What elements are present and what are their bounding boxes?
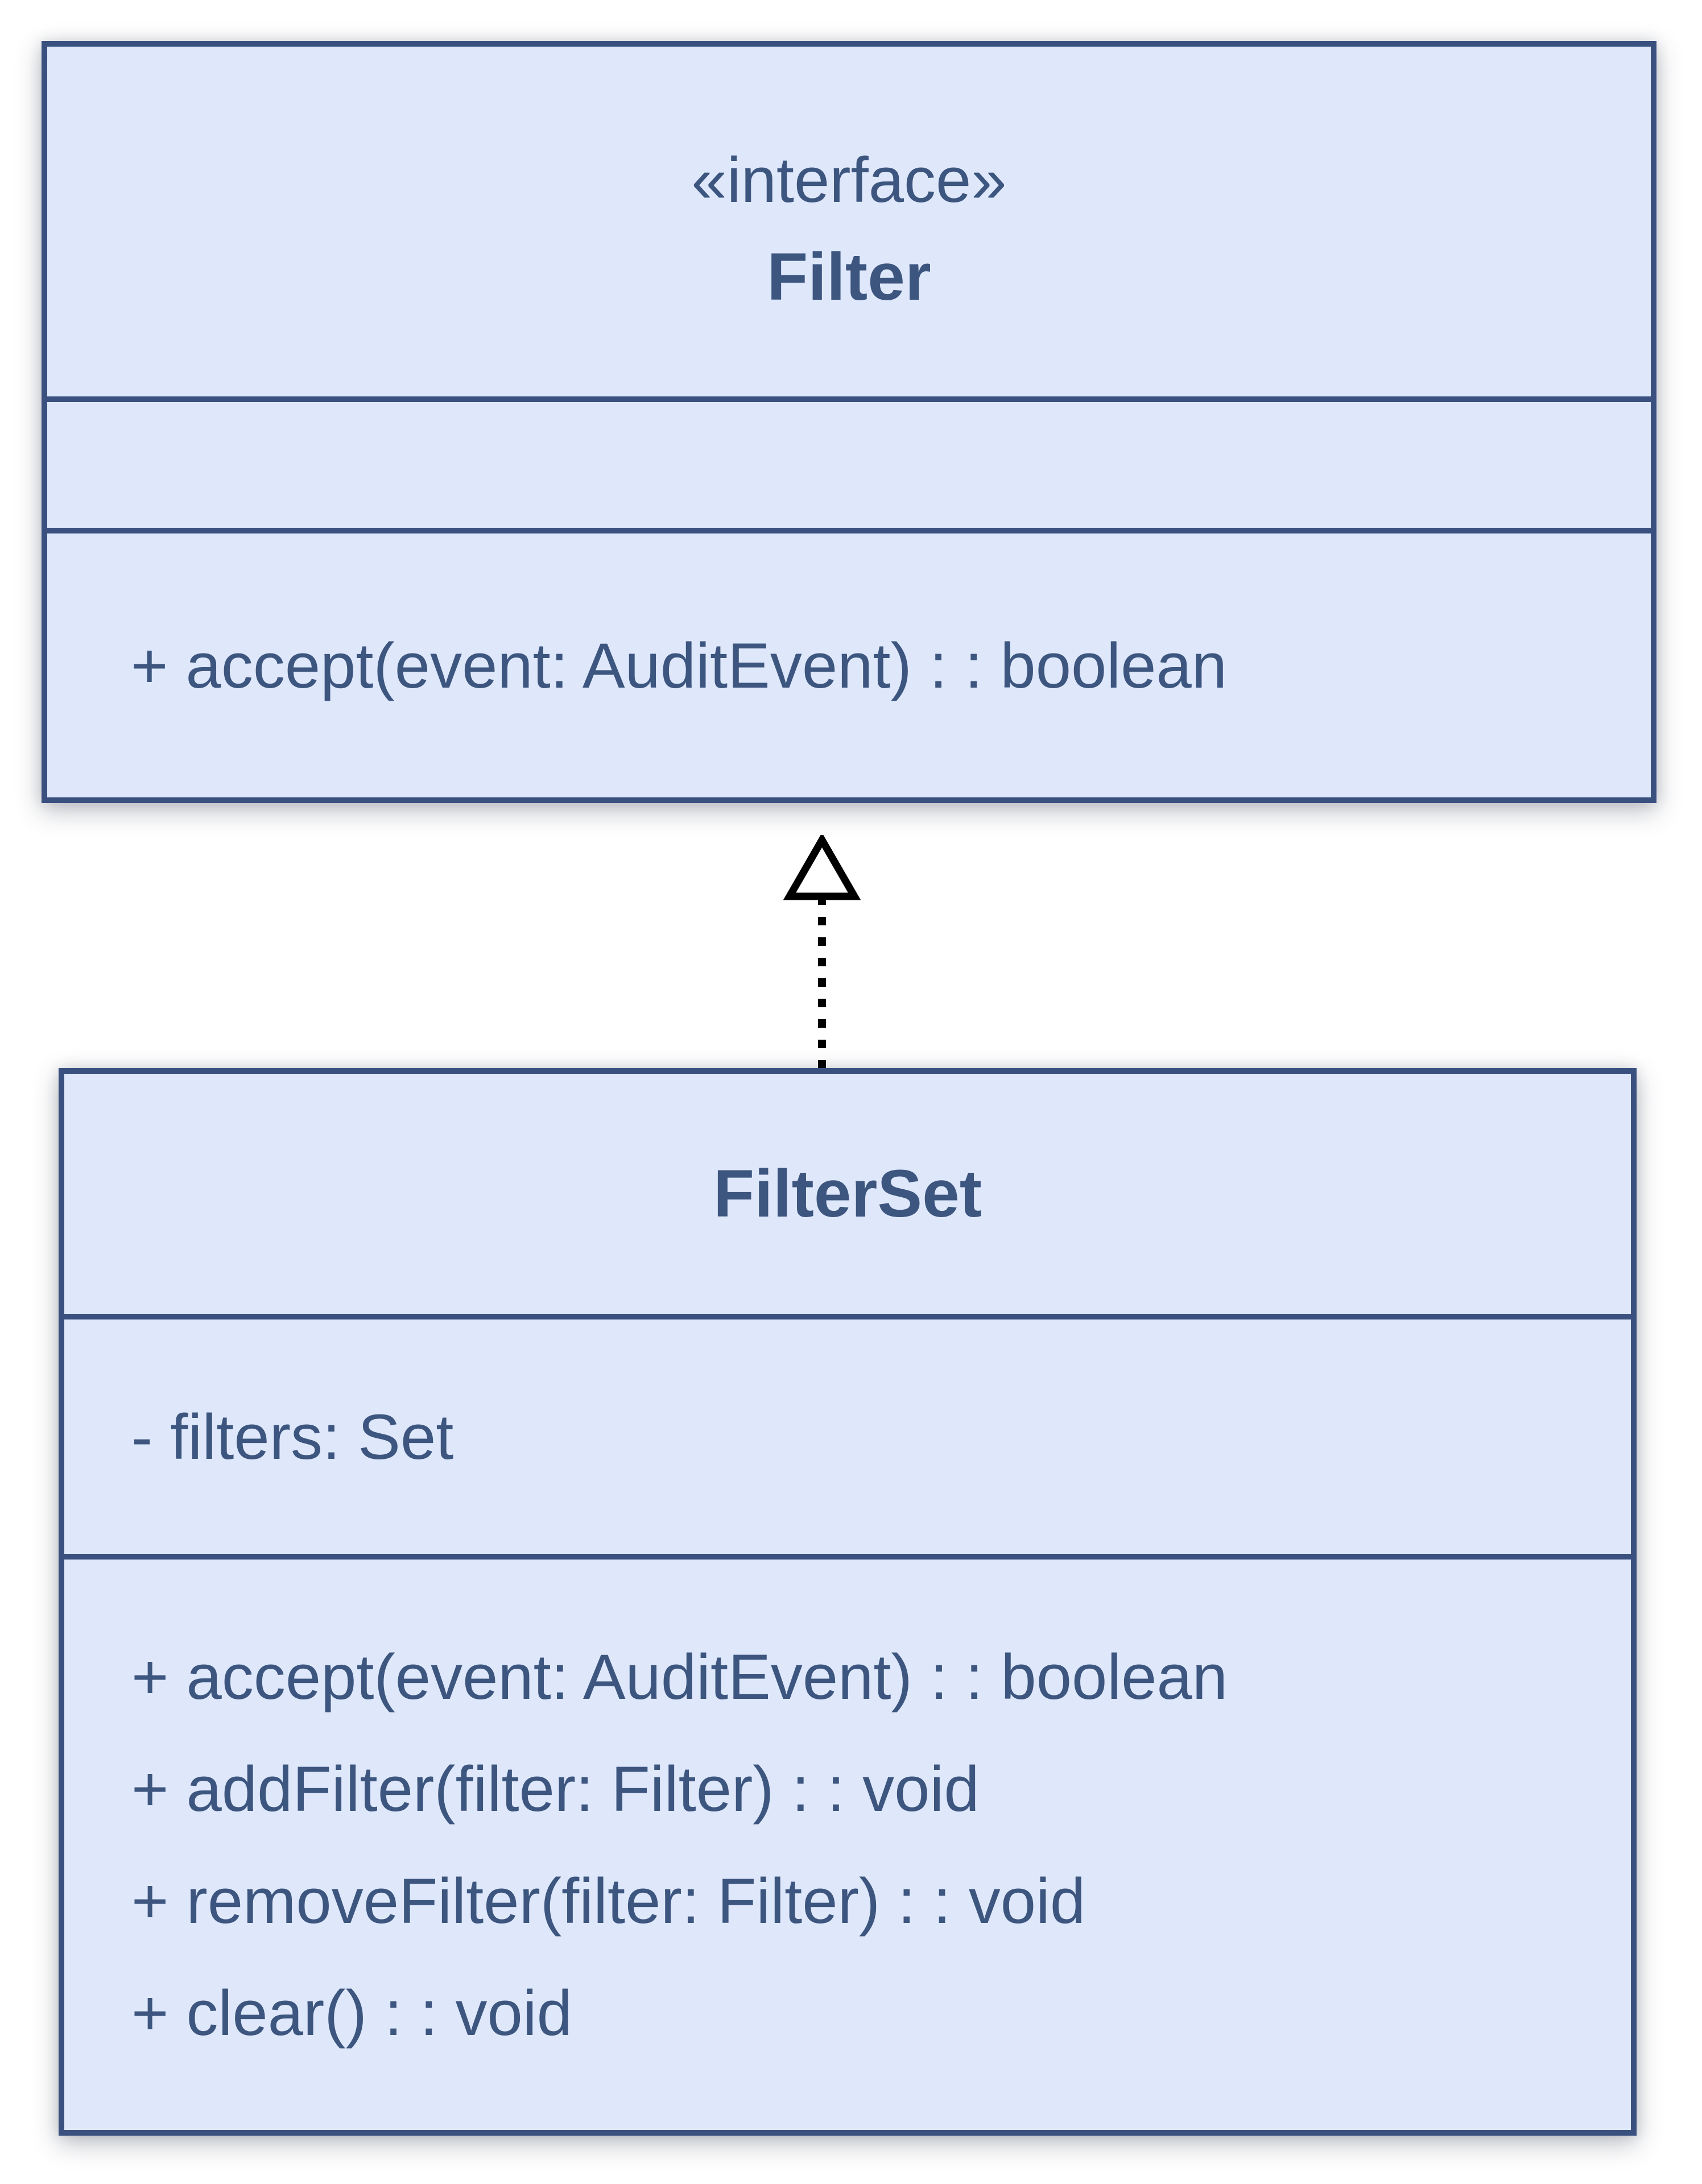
interface-name: Filter <box>767 239 931 315</box>
interface-class-box-filter: «interface» Filter + accept(event: Audit… <box>42 41 1656 803</box>
method-item: + accept(event: AuditEvent) : : boolean <box>131 630 1228 701</box>
hollow-triangle-icon <box>783 835 861 900</box>
method-item: + addFilter(filter: Filter) : : void <box>131 1753 980 1825</box>
class-methods-compartment: + accept(event: AuditEvent) : : boolean … <box>64 1560 1631 2130</box>
realization-arrow <box>783 835 861 1068</box>
interface-title-compartment: «interface» Filter <box>47 47 1651 402</box>
method-item: + clear() : : void <box>131 1977 572 2049</box>
class-box-filterset: FilterSet - filters: Set + accept(event:… <box>59 1068 1637 2136</box>
class-attributes-compartment: - filters: Set <box>64 1320 1631 1560</box>
class-name: FilterSet <box>713 1156 982 1231</box>
method-item: + accept(event: AuditEvent) : : boolean <box>131 1641 1228 1713</box>
stereotype-label: «interface» <box>691 144 1007 216</box>
class-title-compartment: FilterSet <box>64 1074 1631 1320</box>
method-item: + removeFilter(filter: Filter) : : void <box>131 1865 1086 1937</box>
interface-methods-compartment: + accept(event: AuditEvent) : : boolean <box>47 533 1651 797</box>
attribute-item: - filters: Set <box>131 1401 454 1472</box>
interface-attributes-compartment-empty <box>47 402 1651 533</box>
